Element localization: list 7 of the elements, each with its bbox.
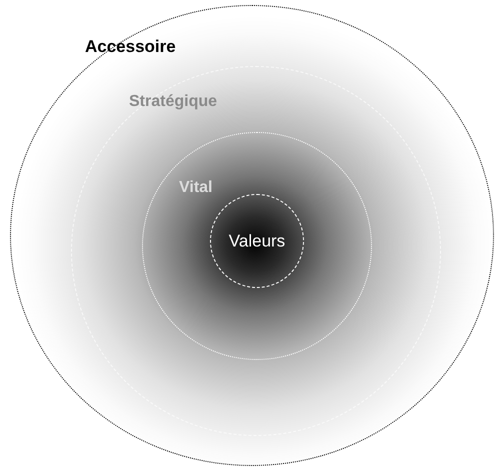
ring-label: Accessoire — [85, 38, 176, 55]
middle-ring — [71, 66, 441, 436]
ring-label: Stratégique — [129, 94, 218, 110]
inner-ring — [142, 132, 372, 360]
ring-label: Valeurs — [228, 232, 286, 250]
core-circle — [210, 194, 304, 288]
ring-label: Vital — [179, 180, 212, 196]
